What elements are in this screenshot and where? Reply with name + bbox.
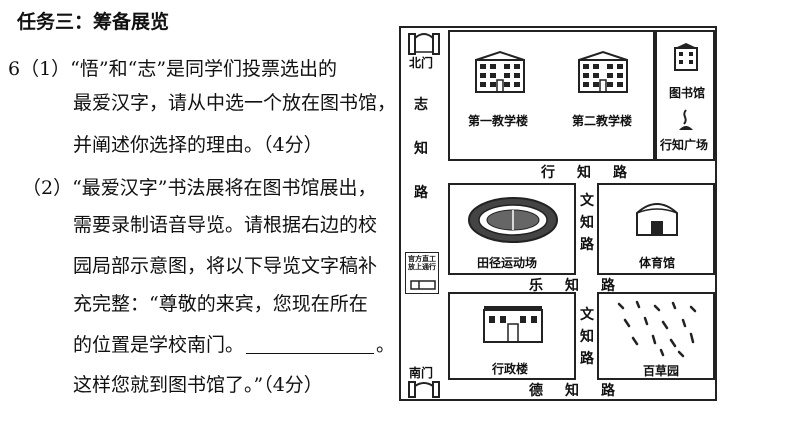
south-gate-label: 南门 bbox=[409, 366, 434, 380]
gate-sign: 官方直工放上通行 bbox=[405, 252, 439, 294]
admin-building-label: 行政楼 bbox=[492, 362, 529, 376]
track-field-block: 田径运动场 bbox=[448, 183, 576, 275]
track-field-label: 田径运动场 bbox=[477, 256, 538, 270]
gym-label: 体育馆 bbox=[639, 256, 676, 270]
herb-garden-block: 百草园 bbox=[597, 292, 715, 380]
road-char: 知 bbox=[580, 215, 594, 231]
question-line-with-blank: 的位置是学校南门。 。 bbox=[73, 333, 395, 357]
xingzhi-square-label: 行知广场 bbox=[660, 138, 709, 152]
question-line: 园局部示意图，将以下导览文字稿补 bbox=[73, 255, 378, 277]
north-gate-label: 北门 bbox=[409, 56, 434, 70]
road-char: 志 bbox=[414, 97, 428, 113]
building-icon bbox=[578, 50, 628, 93]
campus-map: 北门 志 知 路 官方直工放上通行 南门 第一教学楼 bbox=[399, 26, 717, 401]
gate-sign-text: 官方直工放上通行 bbox=[408, 255, 436, 271]
dezhi-road-label: 德知路 bbox=[529, 383, 637, 399]
wenzhi-road-top-label: 文 知 路 bbox=[579, 190, 595, 256]
plants-icon bbox=[617, 300, 697, 358]
library-label: 图书馆 bbox=[669, 86, 706, 100]
question-line: 这样您就到图书馆了。”（4分） bbox=[73, 374, 323, 396]
teaching-building-2-label: 第二教学楼 bbox=[572, 114, 633, 128]
teaching-area-block: 第一教学楼 第二教学楼 bbox=[448, 30, 655, 161]
question-line: （2）“最爱汉字”书法展将在图书馆展出， bbox=[22, 177, 377, 199]
xingzhi-road-label: 行知路 bbox=[541, 165, 649, 181]
question-line: 并阐述你选择的理由。（4分） bbox=[73, 134, 323, 156]
herb-garden-label: 百草园 bbox=[643, 364, 680, 378]
library-block: 图书馆 行知广场 bbox=[655, 30, 715, 161]
gym-icon bbox=[636, 203, 678, 236]
lezhi-road-label: 乐知路 bbox=[529, 278, 637, 294]
question-panel: 任务三：筹备展览 6（1）“悟”和“志”是同学们投票选出的 最爱汉字，请从中选一… bbox=[0, 0, 397, 430]
road-char: 路 bbox=[580, 237, 594, 253]
answer-blank[interactable] bbox=[246, 335, 375, 354]
gate-sign-icon bbox=[410, 280, 436, 290]
admin-block: 行政楼 bbox=[448, 292, 576, 380]
road-char: 知 bbox=[414, 141, 428, 157]
road-char: 知 bbox=[580, 329, 594, 345]
question-line: 需要录制语音导览。请根据右边的校 bbox=[73, 214, 378, 236]
road-char: 文 bbox=[580, 193, 594, 209]
north-gate-icon bbox=[408, 33, 440, 55]
question-line: 6（1）“悟”和“志”是同学们投票选出的 bbox=[8, 58, 338, 80]
question-text: 的位置是学校南门。 bbox=[73, 334, 245, 356]
question-line: 最爱汉字，请从中选一个放在图书馆， bbox=[73, 92, 397, 114]
wenzhi-road-bottom-label: 文 知 路 bbox=[579, 304, 595, 370]
south-gate-icon bbox=[408, 381, 440, 398]
gym-block: 体育馆 bbox=[597, 183, 715, 275]
question-line: 充完整：“尊敬的来宾，您现在所在 bbox=[73, 293, 368, 315]
admin-building-icon bbox=[483, 306, 543, 343]
road-char: 路 bbox=[414, 185, 428, 201]
library-icon bbox=[674, 43, 698, 71]
road-char: 路 bbox=[580, 351, 594, 367]
building-icon bbox=[475, 50, 525, 93]
zhizhi-road-label: 志 知 路 bbox=[413, 94, 429, 204]
question-text: 。 bbox=[376, 334, 396, 356]
road-char: 文 bbox=[580, 307, 594, 323]
track-field-icon bbox=[468, 197, 558, 243]
task-title: 任务三：筹备展览 bbox=[17, 11, 170, 33]
teaching-building-1-label: 第一教学楼 bbox=[468, 114, 529, 128]
square-sculpture-icon bbox=[679, 109, 693, 130]
